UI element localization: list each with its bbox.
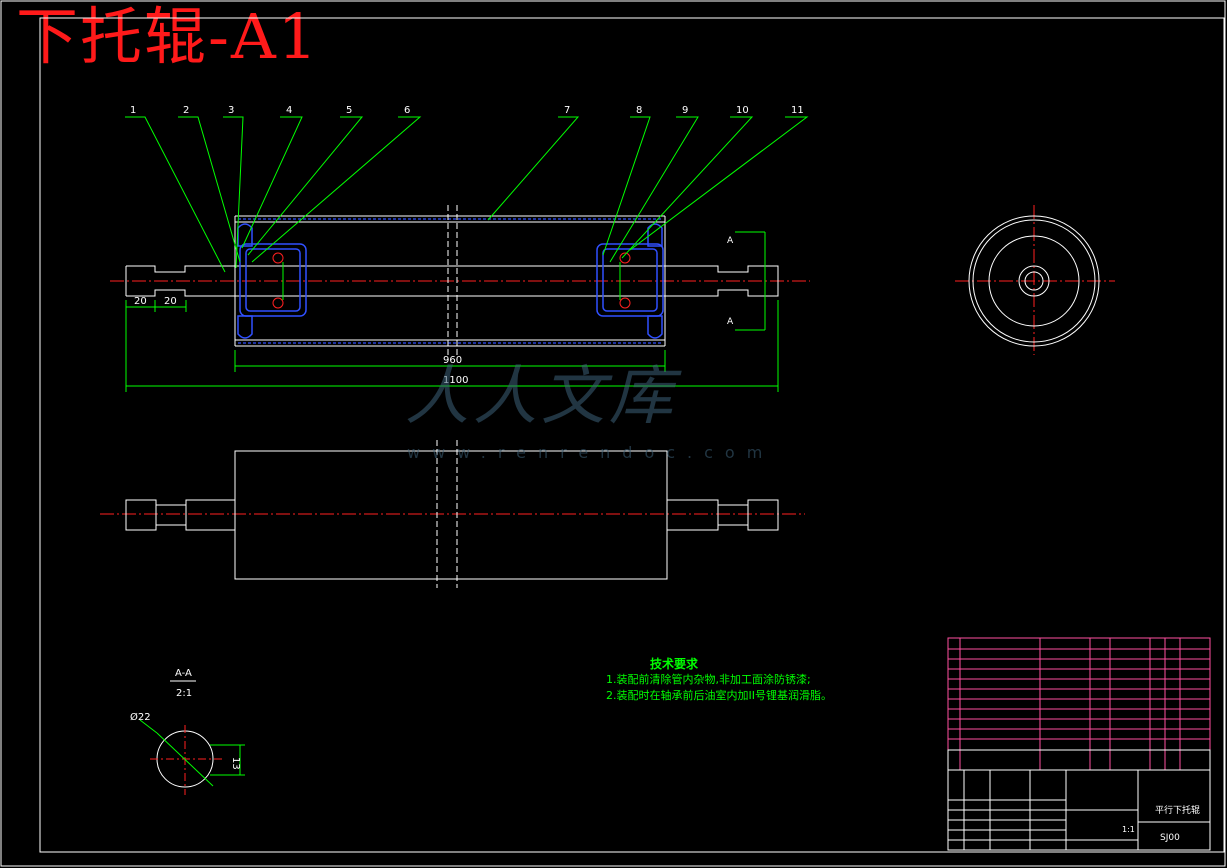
tech-item-1: 1.装配前清除管内杂物,非加工面涂防锈漆; <box>606 673 811 686</box>
drawing-name: 平行下托辊 <box>1155 804 1200 816</box>
bearing-fits <box>282 262 621 300</box>
part-number-10: 10 <box>736 105 749 116</box>
drawing-code: SJ00 <box>1160 833 1180 843</box>
section-marker-bottom: A <box>727 317 734 327</box>
tech-item-2: 2.装配时在轴承前后油室内加II号锂基润滑脂。 <box>606 689 832 702</box>
tech-heading: 技术要求 <box>649 657 698 671</box>
part-number-9: 9 <box>682 105 688 116</box>
dim-1100: 1100 <box>443 375 468 386</box>
section-marker-top: A <box>727 236 734 246</box>
drawing-title: 下托辊-A1 <box>16 0 320 73</box>
part-number-6: 6 <box>404 105 410 116</box>
section-a-a: A-A 2:1 Ø22 13 <box>130 668 245 795</box>
technical-requirements: 技术要求 1.装配前清除管内杂物,非加工面涂防锈漆; 2.装配时在轴承前后油室内… <box>606 656 832 704</box>
title-block <box>947 749 1211 851</box>
outside-view <box>125 450 779 580</box>
end-view <box>968 215 1100 347</box>
inner-frame <box>39 17 1225 853</box>
dim-960: 960 <box>443 355 462 366</box>
part-number-4: 4 <box>286 105 292 116</box>
part-number-2: 2 <box>183 105 189 116</box>
dim-phi22: Ø22 <box>130 711 151 723</box>
dim-13: 13 <box>230 757 241 770</box>
tube-hatch <box>238 218 662 344</box>
dim-20-a: 20 <box>134 296 147 307</box>
part-number-1: 1 <box>130 105 136 116</box>
section-label: A-A <box>175 668 192 679</box>
dimension-lines <box>125 231 779 392</box>
part-number-11: 11 <box>791 105 804 116</box>
part-number-labels: 1 2 3 4 5 6 7 8 9 10 11 <box>130 105 804 116</box>
drawing-scale: 1:1 <box>1122 825 1135 834</box>
part-leaders <box>125 116 809 273</box>
roller-tube <box>234 215 666 347</box>
section-scale: 2:1 <box>176 688 192 699</box>
part-number-8: 8 <box>636 105 642 116</box>
part-number-3: 3 <box>228 105 234 116</box>
part-number-7: 7 <box>564 105 570 116</box>
part-number-5: 5 <box>346 105 352 116</box>
bearing-balls <box>272 252 631 309</box>
dim-20-b: 20 <box>164 296 177 307</box>
